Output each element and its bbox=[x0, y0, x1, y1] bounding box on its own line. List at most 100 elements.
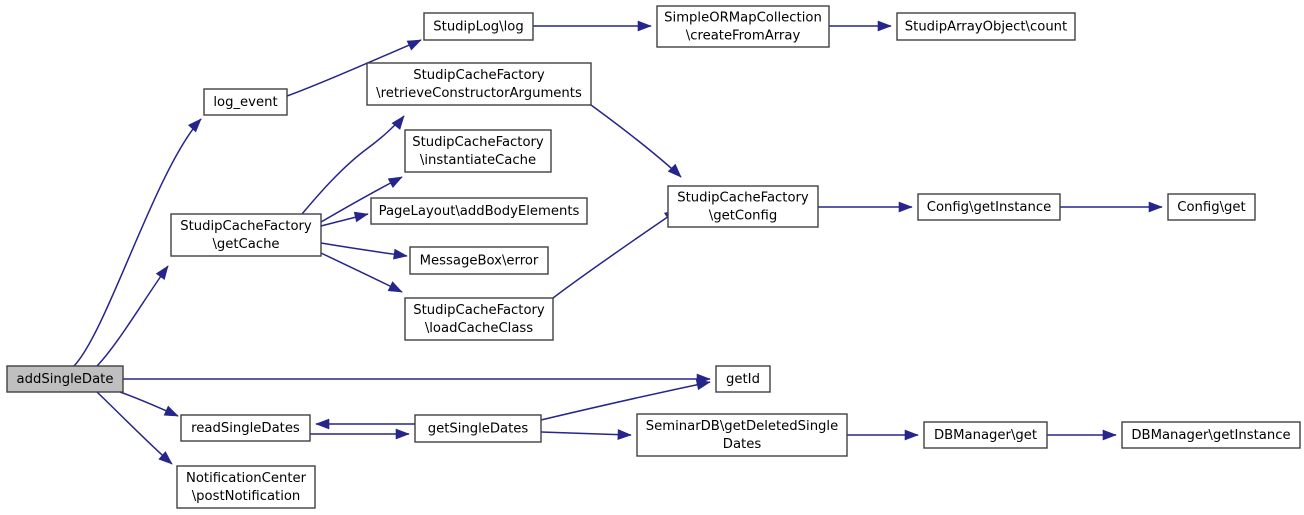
node-label: readSingleDates bbox=[191, 421, 300, 436]
graph-node-instantiateCache[interactable]: StudipCacheFactory\instantiateCache bbox=[404, 129, 552, 173]
node-label: StudipLog\log bbox=[433, 20, 523, 35]
node-box[interactable] bbox=[170, 213, 322, 257]
arrowhead-icon bbox=[406, 39, 422, 51]
node-label: StudipCacheFactory bbox=[677, 191, 809, 206]
graph-node-loadCacheClass[interactable]: StudipCacheFactory \loadCacheClass bbox=[404, 297, 554, 341]
node-label: \loadCacheClass bbox=[425, 321, 533, 336]
node-box[interactable] bbox=[6, 365, 124, 393]
node-label: NotificationCenter bbox=[186, 471, 307, 486]
arrowhead-icon bbox=[163, 405, 179, 417]
graph-node-readSingleDates[interactable]: readSingleDates bbox=[180, 414, 311, 442]
arrowhead-icon bbox=[898, 201, 913, 213]
node-label: Config\get bbox=[1177, 200, 1245, 215]
node-label: addSingleDate bbox=[17, 372, 114, 387]
arrowhead-icon bbox=[667, 163, 682, 178]
node-box[interactable] bbox=[404, 297, 554, 341]
graph-node-getCache[interactable]: StudipCacheFactory \getCache bbox=[170, 213, 322, 257]
node-box[interactable] bbox=[1121, 421, 1301, 449]
node-box[interactable] bbox=[896, 12, 1076, 41]
node-label: StudipCacheFactory bbox=[180, 219, 312, 234]
graph-node-createFromArray[interactable]: SimpleORMapCollection \createFromArray bbox=[656, 5, 830, 48]
node-box[interactable] bbox=[370, 197, 588, 225]
graph-node-arrayObjectCount[interactable]: StudipArrayObject\count bbox=[896, 12, 1076, 41]
arrowhead-icon bbox=[158, 451, 173, 465]
node-label: \retrieveConstructorArguments bbox=[376, 86, 582, 101]
node-box[interactable] bbox=[667, 185, 819, 228]
node-box[interactable] bbox=[176, 465, 316, 509]
node-box[interactable] bbox=[923, 421, 1048, 449]
arrowhead-icon bbox=[391, 115, 405, 130]
node-label: StudipArrayObject\count bbox=[905, 20, 1067, 35]
node-label: SimpleORMapCollection bbox=[664, 11, 822, 26]
node-box[interactable] bbox=[1167, 193, 1256, 221]
node-box[interactable] bbox=[917, 193, 1061, 221]
graph-node-dbManagerGet[interactable]: DBManager\get bbox=[923, 421, 1048, 449]
arrowhead-icon bbox=[387, 281, 403, 293]
edge-addSingleDate-to-postNotification bbox=[96, 391, 173, 465]
node-box[interactable] bbox=[203, 88, 288, 116]
graph-node-addSingleDate[interactable]: addSingleDate bbox=[6, 365, 124, 393]
graph-node-postNotification[interactable]: NotificationCenter \postNotification bbox=[176, 465, 316, 509]
graph-node-messageBoxError[interactable]: MessageBox\error bbox=[409, 246, 549, 275]
node-label: Config\getInstance bbox=[927, 200, 1052, 215]
arrowhead-icon bbox=[187, 118, 202, 133]
arrowhead-icon bbox=[353, 211, 369, 223]
node-box[interactable] bbox=[409, 246, 549, 275]
node-label: getSingleDates bbox=[428, 422, 529, 437]
edge-getSingleDates-to-getDeletedSingleDates bbox=[540, 431, 632, 436]
edge-retrieveConstructorArguments-to-getConfig bbox=[590, 104, 682, 178]
node-label: getId bbox=[726, 372, 760, 387]
edge-getCache-to-retrieveConstructorArguments bbox=[301, 115, 405, 215]
graph-node-retrieveConstructorArguments[interactable]: StudipCacheFactory \retrieveConstructorAr… bbox=[366, 62, 592, 106]
node-label: \createFromArray bbox=[686, 29, 801, 44]
arrowhead-icon bbox=[155, 265, 169, 280]
node-label: \instantiateCache bbox=[420, 153, 536, 168]
graph-node-addBodyElements[interactable]: PageLayout\addBodyElements bbox=[370, 197, 588, 225]
edge-getCache-to-loadCacheClass bbox=[320, 252, 403, 293]
arrowhead-icon bbox=[393, 248, 408, 260]
graph-node-dbManagerGetInstance[interactable]: DBManager\getInstance bbox=[1121, 421, 1301, 449]
edge-log_event-to-studipLogLog bbox=[286, 39, 422, 97]
node-box[interactable] bbox=[715, 365, 771, 393]
node-label: log_event bbox=[213, 95, 277, 110]
arrowhead-icon bbox=[904, 429, 919, 441]
nodes-layer: addSingleDatelog_eventStudipCacheFactory… bbox=[6, 5, 1301, 509]
graph-node-configGet[interactable]: Config\get bbox=[1167, 193, 1256, 221]
graph-node-log_event[interactable]: log_event bbox=[203, 88, 288, 116]
node-box[interactable] bbox=[656, 5, 830, 48]
arrowhead-icon bbox=[315, 418, 330, 430]
graph-node-studipLogLog[interactable]: StudipLog\log bbox=[423, 12, 534, 41]
arrowhead-icon bbox=[695, 379, 711, 391]
node-box[interactable] bbox=[366, 62, 592, 106]
node-box[interactable] bbox=[414, 414, 542, 443]
graph-node-configGetInstance[interactable]: Config\getInstance bbox=[917, 193, 1061, 221]
node-box[interactable] bbox=[404, 129, 552, 173]
arrowhead-icon bbox=[395, 428, 410, 440]
node-label: StudipCacheFactory bbox=[413, 68, 545, 83]
arrowhead-icon bbox=[877, 20, 892, 32]
node-label: StudipCacheFactory bbox=[413, 303, 545, 318]
node-label: MessageBox\error bbox=[420, 254, 539, 269]
arrowhead-icon bbox=[1148, 201, 1163, 213]
arrowhead-icon bbox=[1102, 429, 1117, 441]
node-box[interactable] bbox=[423, 12, 534, 41]
node-label: \getCache bbox=[212, 237, 279, 252]
edge-addSingleDate-to-getCache bbox=[96, 265, 169, 367]
edge-addSingleDate-to-log_event bbox=[73, 118, 202, 367]
graph-node-getSingleDates[interactable]: getSingleDates bbox=[414, 414, 542, 443]
graph-node-getConfig[interactable]: StudipCacheFactory\getConfig bbox=[667, 185, 819, 228]
arrowhead-icon bbox=[637, 20, 652, 32]
graph-node-getId[interactable]: getId bbox=[715, 365, 771, 393]
edge-loadCacheClass-to-getConfig bbox=[552, 209, 679, 299]
arrowhead-icon bbox=[617, 429, 632, 440]
node-box[interactable] bbox=[180, 414, 311, 442]
edge-getSingleDates-to-getId bbox=[540, 381, 711, 421]
node-label: DBManager\get bbox=[934, 428, 1037, 443]
node-box[interactable] bbox=[636, 413, 848, 457]
node-label: DBManager\getInstance bbox=[1131, 428, 1290, 443]
node-label: \postNotification bbox=[192, 489, 301, 504]
node-label: SeminarDB\getDeletedSingle bbox=[646, 419, 838, 434]
